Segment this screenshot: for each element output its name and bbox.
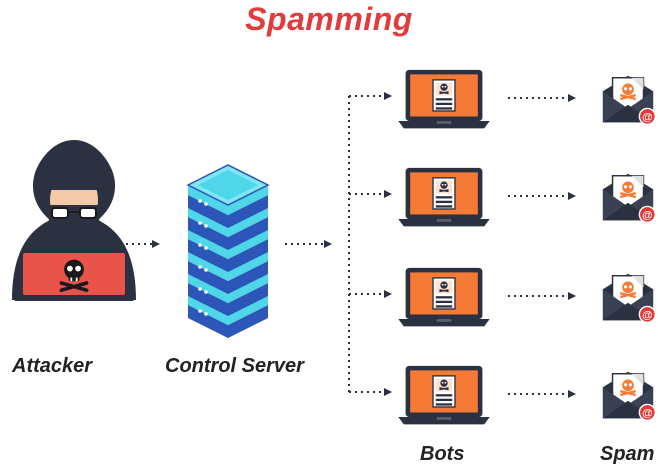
label-spam: Spam	[600, 443, 655, 465]
spam-envelope-icon	[601, 370, 658, 423]
bot-laptop-icon	[397, 365, 491, 426]
control-server-icon	[186, 164, 270, 338]
bot-laptop-icon	[397, 267, 491, 328]
spam-envelope-icon	[601, 272, 658, 325]
bot-laptop-icon	[397, 167, 491, 228]
label-attacker: Attacker	[12, 355, 93, 377]
bot-laptop-icon	[397, 69, 491, 130]
attacker-icon	[12, 140, 136, 301]
diagram-title: Spamming	[245, 1, 413, 37]
label-control-server: Control Server	[165, 355, 304, 377]
spam-envelope-icon	[601, 172, 658, 225]
spam-envelope-icon	[601, 74, 658, 127]
label-bots: Bots	[420, 443, 465, 465]
